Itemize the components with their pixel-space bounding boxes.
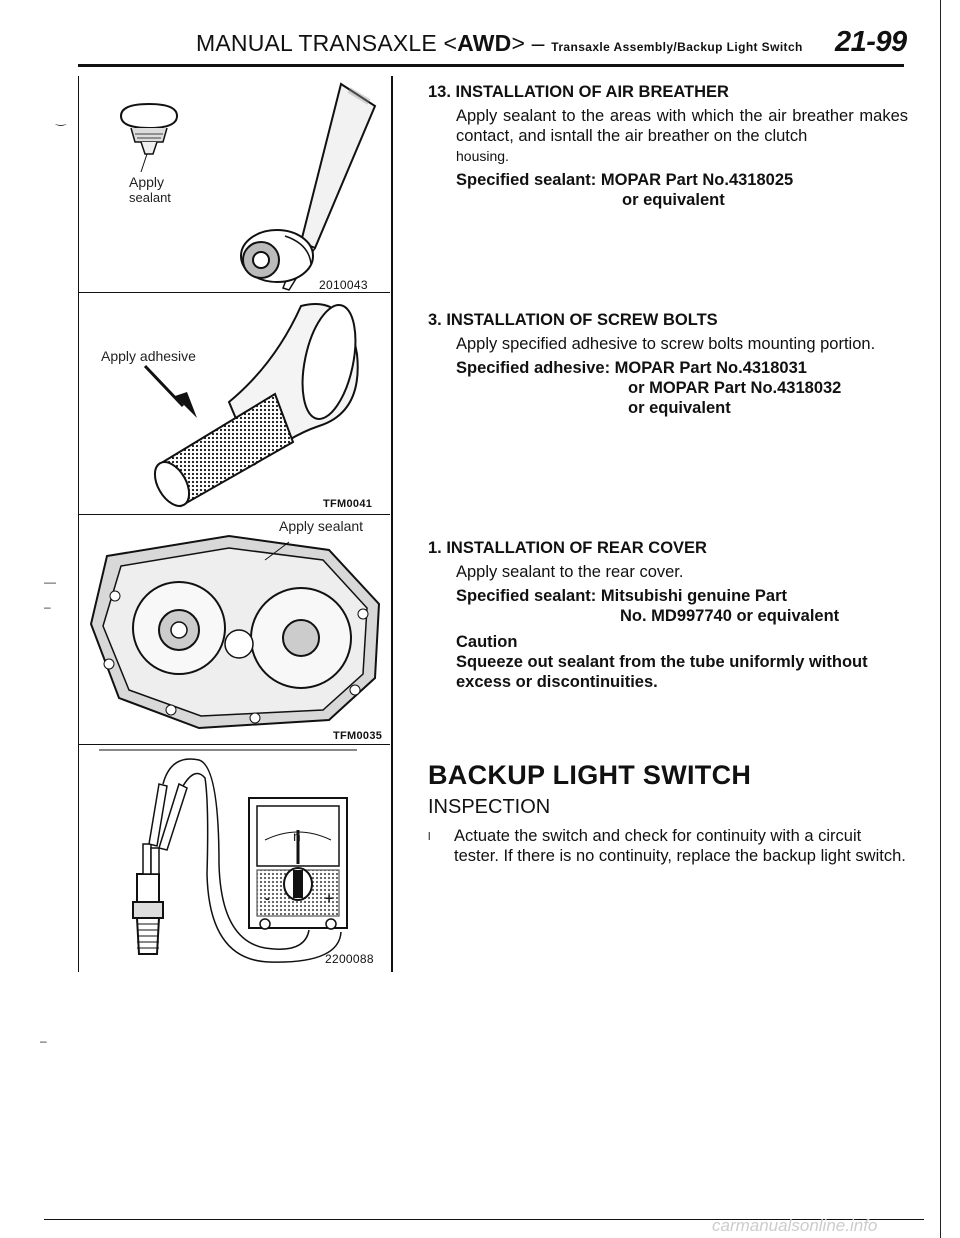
figure-circuit-tester: n - + 2200088 (78, 744, 390, 972)
spec-value-2: or MOPAR Part No.4318032 (628, 379, 842, 397)
spec-value: MOPAR Part No.4318025 (600, 171, 794, 189)
meter-plus: + (325, 890, 334, 906)
section-heading: 13. INSTALLATION OF AIR BREATHER (428, 83, 729, 101)
spec-value-2: or equivalent (622, 191, 725, 209)
circuit-tester-illustration (99, 749, 357, 963)
spec-value: MOPAR Part No.4318031 (614, 359, 807, 377)
section-body: Apply specified adhesive to screw bolts … (456, 335, 876, 353)
inspection-subheading: INSPECTION (428, 796, 551, 818)
figure-label-apply-sealant: Apply sealant (279, 518, 364, 534)
section-heading: 1. INSTALLATION OF REAR COVER (428, 539, 707, 557)
figure-label-apply-adhesive: Apply adhesive (101, 348, 196, 364)
section-body: Apply sealant to the rear cover. (456, 563, 684, 581)
spec-label: Specified sealant: (456, 587, 597, 605)
header-title-prefix: MANUAL TRANSAXLE < (196, 30, 458, 56)
header-subtitle: Transaxle Assembly/Backup Light Switch (551, 40, 803, 54)
spec-value-3: or equivalent (628, 399, 731, 417)
section-rear-cover: 1. INSTALLATION OF REAR COVER Apply seal… (428, 538, 908, 692)
page-header: MANUAL TRANSAXLE <AWD> – Transaxle Assem… (0, 0, 960, 68)
page-edge-line (940, 0, 941, 1238)
header-title: MANUAL TRANSAXLE <AWD> – Transaxle Assem… (196, 30, 803, 57)
footer-rule (44, 1219, 924, 1220)
figure-label-apply: Apply (129, 174, 165, 190)
section-air-breather: 13. INSTALLATION OF AIR BREATHER Apply s… (428, 82, 908, 210)
figure-screw-bolt: Apply adhesive TFM0041 (78, 292, 390, 515)
section-screw-bolts: 3. INSTALLATION OF SCREW BOLTS Apply spe… (428, 310, 908, 418)
spec-value: Mitsubishi genuine Part (600, 587, 788, 605)
spec-line: Specified adhesive: MOPAR Part No.431803… (456, 358, 908, 378)
inspection-bullet: l Actuate the switch and check for conti… (428, 826, 908, 866)
section-body-tail: housing. (456, 148, 509, 164)
header-title-awd: AWD (457, 30, 512, 56)
figure-label-sealant: sealant (129, 190, 171, 205)
spec-line: Specified sealant: MOPAR Part No.4318025 (456, 170, 908, 190)
spec-line: Specified sealant: Mitsubishi genuine Pa… (456, 586, 908, 606)
rear-cover-illustration (89, 534, 381, 730)
margin-mark: – (40, 1034, 47, 1048)
spec-value-2: No. MD997740 or equivalent (620, 607, 840, 625)
spec-label: Specified sealant: (456, 171, 597, 189)
page-number: 21-99 (835, 26, 907, 58)
watermark: carmanualsonline.info (712, 1216, 878, 1235)
screw-bolt-illustration (143, 303, 359, 508)
margin-mark: – (44, 600, 51, 614)
figure-code: 2010043 (319, 278, 368, 292)
section-body: Apply sealant to the areas with which th… (456, 107, 908, 145)
air-breather-illustration (119, 82, 377, 291)
meter-minus: - (265, 890, 270, 906)
header-title-suffix: > – (511, 30, 552, 56)
bullet-text: Actuate the switch and check for continu… (454, 827, 906, 865)
meter-symbol: n (293, 828, 301, 844)
caution-title: Caution (456, 633, 518, 651)
margin-mark: ‿ (56, 112, 66, 126)
figure-code: TFM0041 (323, 498, 373, 510)
section-heading: 3. INSTALLATION OF SCREW BOLTS (428, 311, 718, 329)
figure-code: TFM0035 (333, 730, 383, 742)
figure-rear-cover: Apply sealant TFM0035 (78, 514, 390, 745)
figure-air-breather: Apply sealant 2010043 (78, 76, 390, 293)
figure-code: 2200088 (325, 952, 374, 966)
caution-text: Squeeze out sealant from the tube unifor… (456, 653, 868, 691)
header-rule (78, 64, 904, 67)
backup-light-switch-heading: BACKUP LIGHT SWITCH (428, 760, 752, 790)
bullet-mark: l (428, 831, 431, 843)
spec-label: Specified adhesive: (456, 359, 611, 377)
margin-mark: — (44, 575, 56, 589)
figure-column: Apply sealant 2010043 Apply adhesive TFM… (78, 76, 393, 972)
